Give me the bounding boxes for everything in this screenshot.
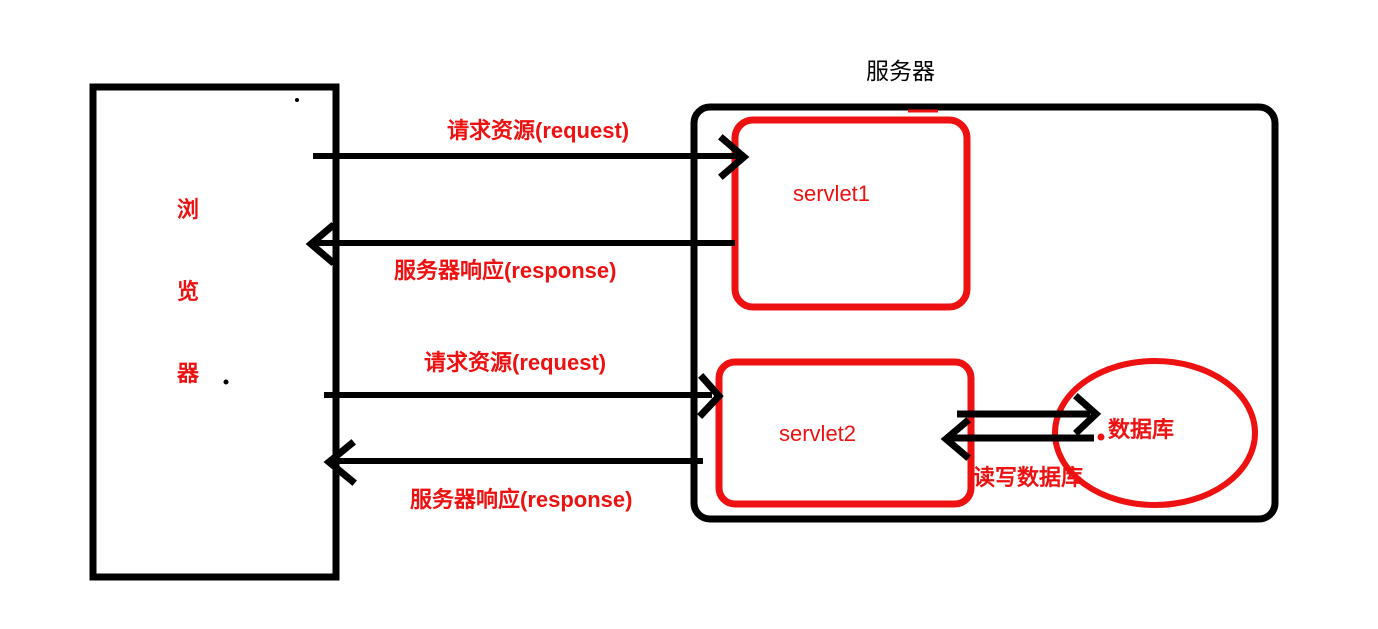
arrow-response-1 xyxy=(305,222,735,266)
arrow-request-2 xyxy=(324,373,724,419)
servlet1-box[interactable] xyxy=(731,116,971,311)
browser-label: 浏 览 器 xyxy=(168,192,208,388)
server-box[interactable] xyxy=(690,103,1279,523)
browser-label-char-2: 览 xyxy=(176,279,199,304)
browser-box[interactable] xyxy=(89,83,340,581)
arrow-response-2 xyxy=(323,439,703,486)
arrow-db-read xyxy=(940,417,1094,461)
arrow-request-1 xyxy=(313,134,750,180)
servlet2-box[interactable] xyxy=(715,358,975,508)
arrow-db-write xyxy=(957,393,1102,436)
stray-dot-lower xyxy=(223,379,229,385)
stray-dot-database xyxy=(1097,433,1105,441)
stray-dot-upper xyxy=(295,98,299,102)
browser-label-char-1: 浏 xyxy=(176,197,199,222)
browser-label-char-3: 器 xyxy=(176,361,199,386)
database-ellipse[interactable] xyxy=(1052,358,1258,508)
